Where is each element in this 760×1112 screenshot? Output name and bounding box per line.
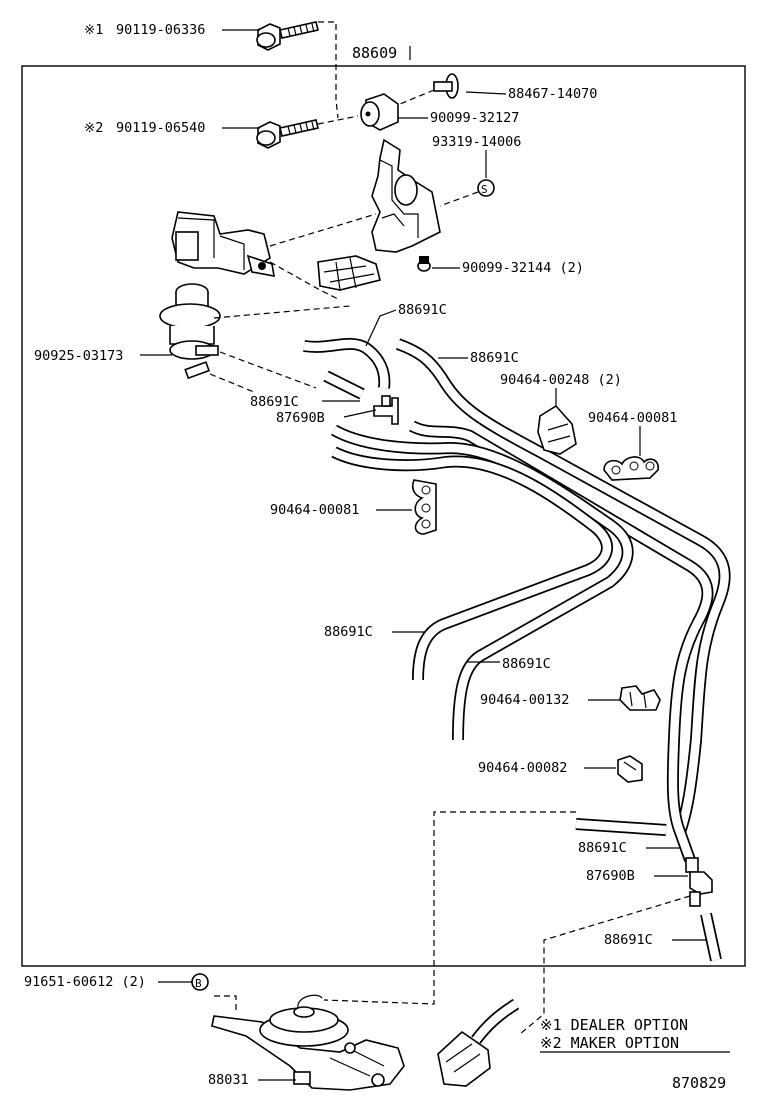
screw-label: 88467-14070 xyxy=(508,86,597,102)
frame-part-number: 88609 xyxy=(352,44,397,62)
bolt-3-label: 91651-60612 (2) xyxy=(24,974,146,990)
bolt-1-mark: ※1 xyxy=(84,22,103,38)
hose-c-label: 88691C xyxy=(250,394,299,410)
hose-g-icon xyxy=(700,912,722,962)
clip-a-icon xyxy=(603,456,660,481)
bolt-1-label: 90119-06336 xyxy=(116,22,205,38)
bolt-2-icon xyxy=(256,119,319,149)
joint-a-icon xyxy=(373,395,399,425)
grommet-label: 90099-32144 (2) xyxy=(462,260,584,276)
bolt-2-label: 90119-06540 xyxy=(116,120,205,136)
clamp-b-icon xyxy=(619,685,661,711)
clamp-c-icon xyxy=(617,755,643,783)
vsv-icon xyxy=(171,211,275,277)
bolt-1-icon xyxy=(256,21,319,51)
hose-a-label: 88691C xyxy=(398,302,447,318)
clip-b-icon xyxy=(411,479,437,535)
note-dealer-option: ※1 DEALER OPTION xyxy=(540,1016,688,1034)
joint-a-label: 87690B xyxy=(276,410,325,426)
joint-b-icon xyxy=(685,857,713,907)
joint-b-label: 87690B xyxy=(586,868,635,884)
bracket-mark: S xyxy=(481,183,488,196)
bracket-icon xyxy=(317,138,441,291)
clip-a-label: 90464-00081 xyxy=(588,410,677,426)
clamp-c-label: 90464-00082 xyxy=(478,760,567,776)
valve-icon xyxy=(159,283,221,380)
note-maker-option: ※2 MAKER OPTION xyxy=(540,1034,679,1052)
connector-icon xyxy=(437,998,520,1087)
clip-b-label: 90464-00081 xyxy=(270,502,359,518)
assembly-frame xyxy=(21,65,746,967)
hose-a-icon xyxy=(303,337,391,389)
vsv-label: 90925-03173 xyxy=(34,348,123,364)
hose-f-label: 88691C xyxy=(578,840,627,856)
hose-g-label: 88691C xyxy=(604,932,653,948)
screw-icon xyxy=(433,73,459,99)
hose-d-label: 88691C xyxy=(324,624,373,640)
cushion-icon xyxy=(360,93,399,131)
clamp-b-label: 90464-00132 xyxy=(480,692,569,708)
hose-bundle-icon xyxy=(331,338,731,863)
actuator-icon xyxy=(211,994,405,1091)
hose-b-label: 88691C xyxy=(470,350,519,366)
diagram-number: 870829 xyxy=(672,1074,726,1092)
cushion-label: 90099-32127 xyxy=(430,110,519,126)
hose-c-icon xyxy=(323,370,365,400)
hose-e-label: 88691C xyxy=(502,656,551,672)
actuator-label: 88031 xyxy=(208,1072,249,1088)
grommet-icon xyxy=(417,256,431,272)
bracket-label: 93319-14006 xyxy=(432,134,521,150)
clamp-a-icon xyxy=(537,404,577,455)
clamp-a-label: 90464-00248 (2) xyxy=(500,372,622,388)
bolt-2-mark: ※2 xyxy=(84,120,103,136)
bolt-3-mark: B xyxy=(195,977,202,990)
